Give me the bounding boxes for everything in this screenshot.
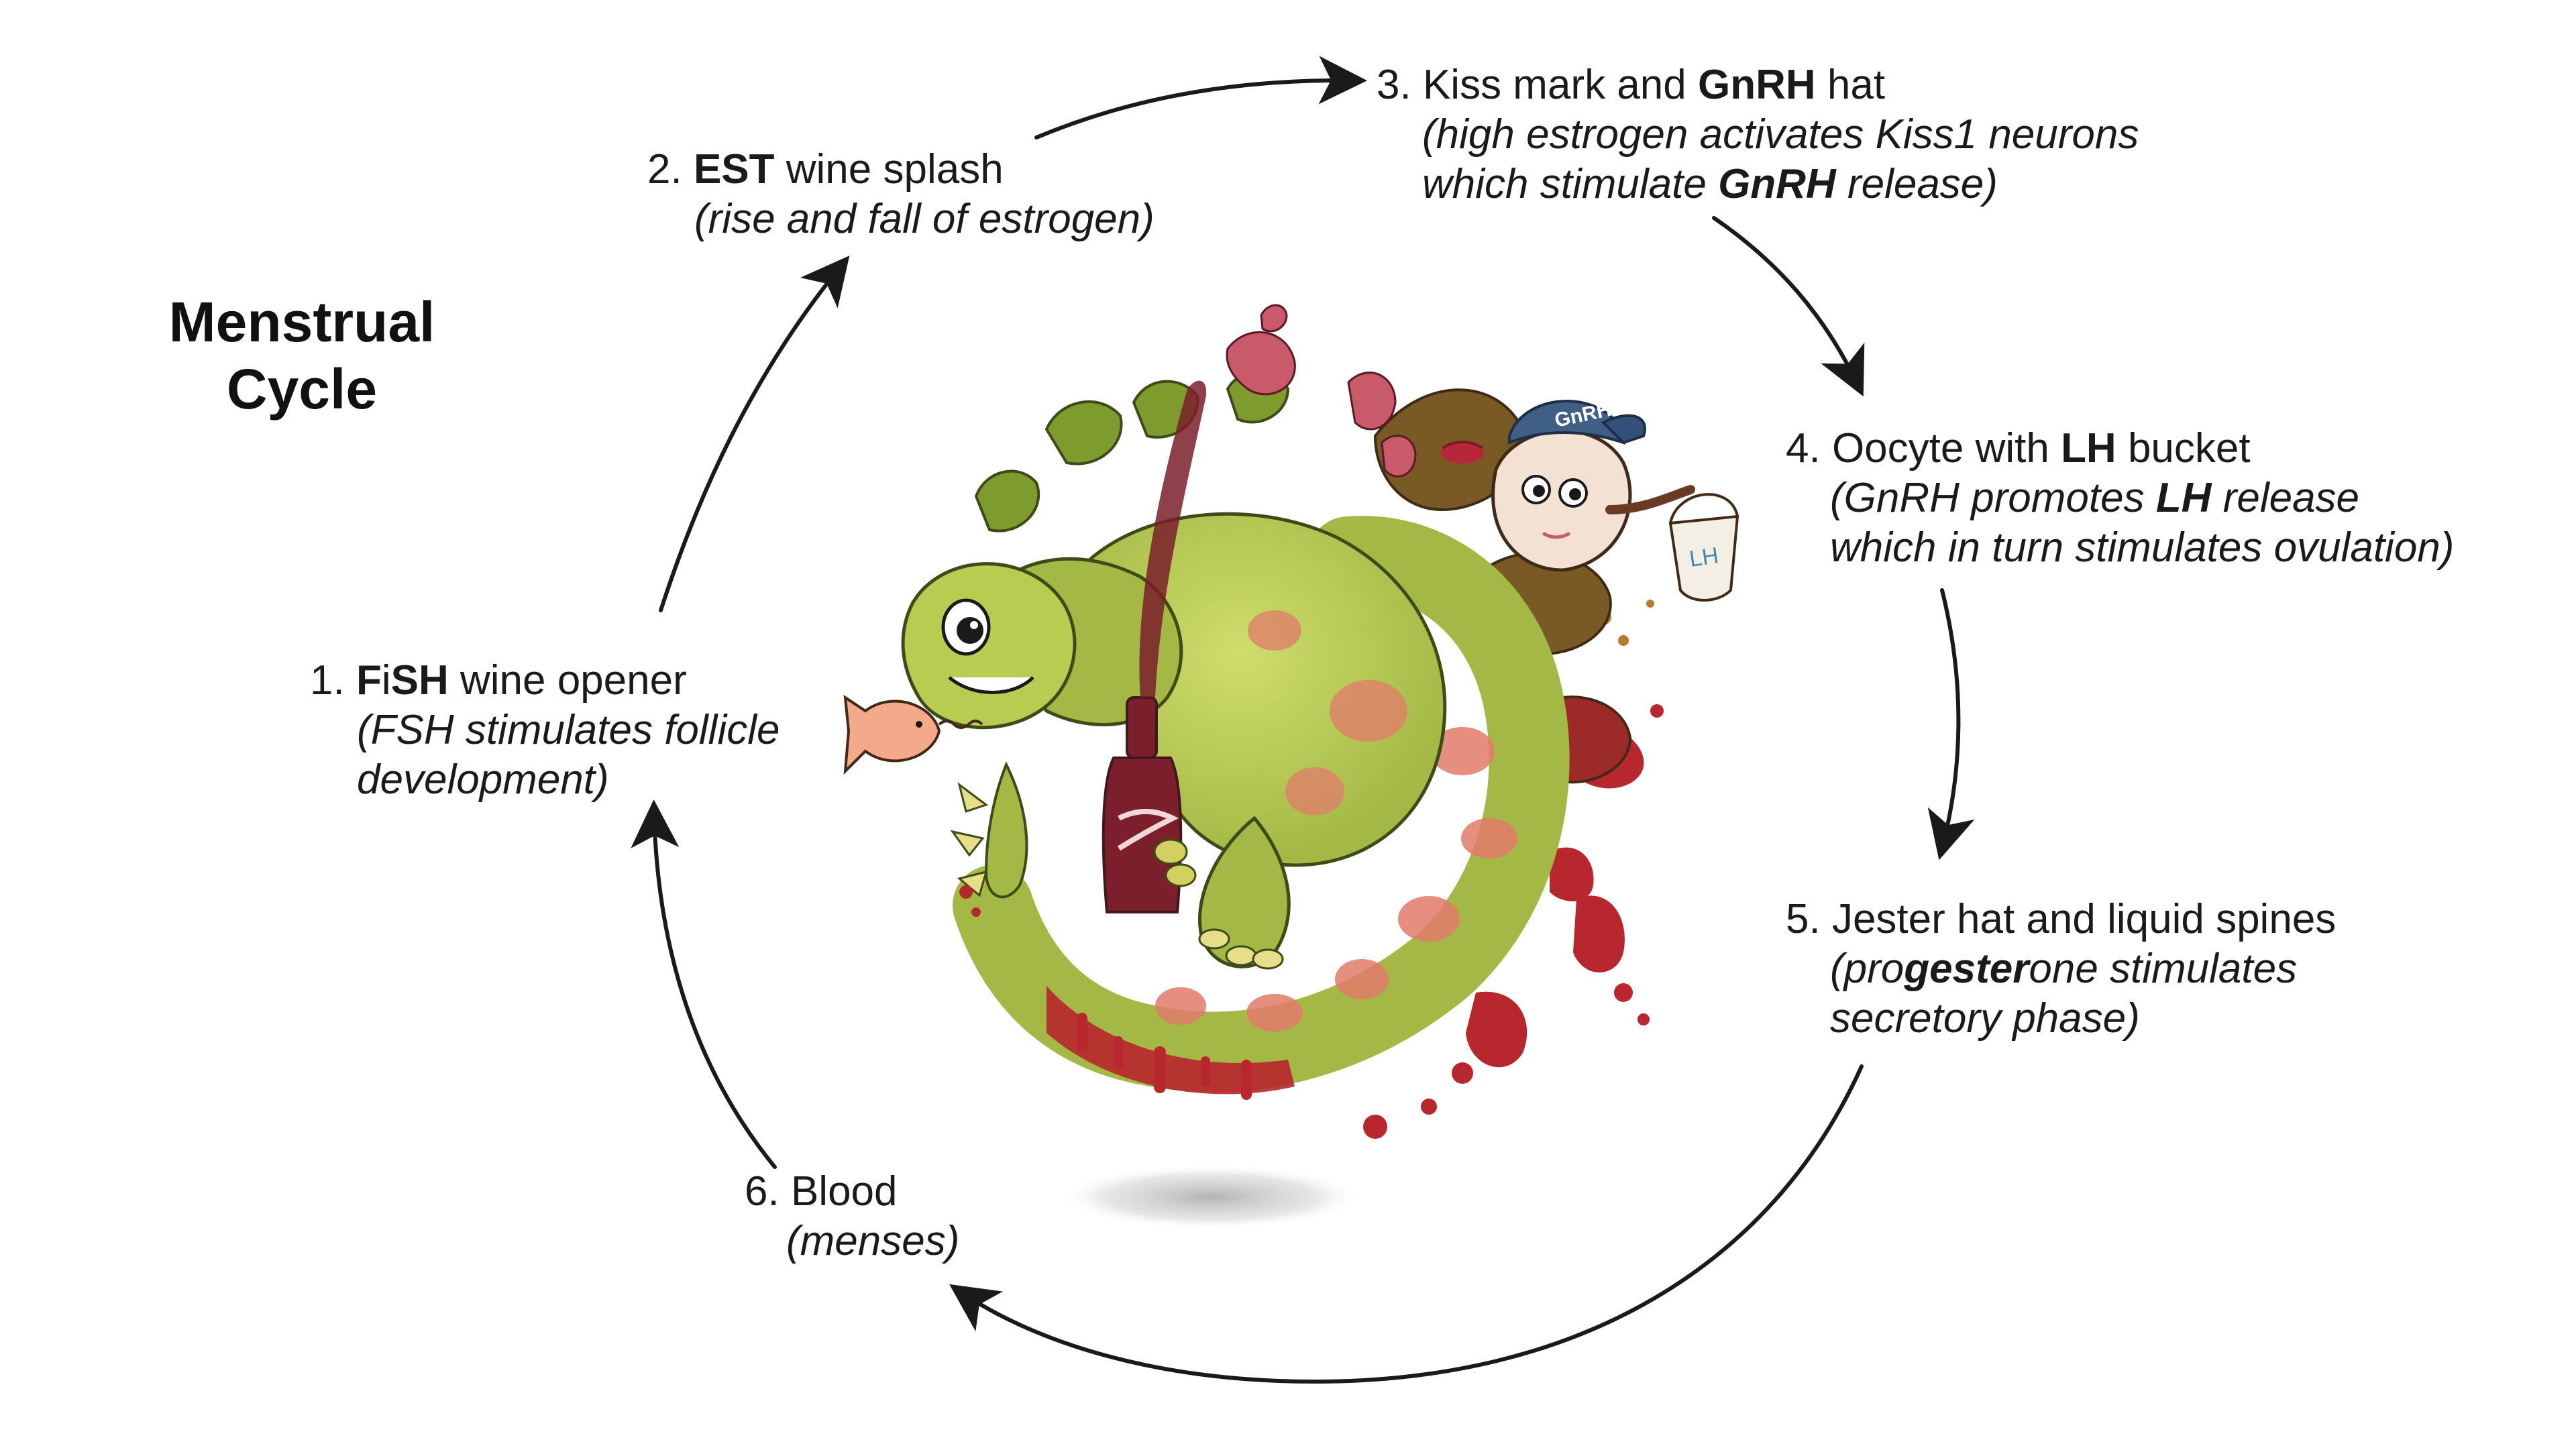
step-heading-run: Blood (790, 1168, 898, 1215)
claw-blood (959, 885, 981, 917)
step-description-line: secretory phase) (1786, 994, 2336, 1044)
step-number: 1. (310, 657, 356, 704)
step-heading-run: SH (390, 657, 449, 704)
step-number: 5. (1786, 896, 1832, 942)
step-description-run: (menses) (786, 1218, 960, 1264)
step-description-run: LH (2155, 475, 2212, 521)
step-6-blood: 6. Blood(menses) (745, 1167, 959, 1266)
step-heading-run: hat (1815, 62, 1886, 108)
step-4-oocyte-lh-bucket: 4. Oocyte with LH bucket(GnRH promotes L… (1786, 424, 2454, 573)
step-description-run: release) (1835, 161, 1998, 207)
step-heading-run: wine splash (774, 146, 1004, 192)
step-description-run: (FSH stimulates follicle (357, 707, 780, 753)
cycle-arrows (631, 56, 1975, 1384)
step-heading: 4. Oocyte with LH bucket (1786, 424, 2454, 473)
wine-splash (1139, 380, 1207, 697)
lh-bucket: LH (1668, 493, 1739, 602)
step-number: 3. (1377, 62, 1423, 108)
tail-spots (1155, 727, 1517, 1031)
step-description-run: (GnRH promotes (1830, 475, 2156, 521)
back-spines (974, 370, 1290, 533)
arrow-2-to-3 (1034, 56, 1367, 139)
step-description-run: secretory phase) (1830, 995, 2140, 1042)
oocyte-character: GnRH LH (1491, 398, 1739, 602)
body-spots (1248, 610, 1407, 816)
step-heading: 3. Kiss mark and GnRH hat (1377, 60, 2139, 110)
wine-drops (1226, 304, 1417, 478)
step-heading: 6. Blood (745, 1167, 959, 1217)
bucket-label: LH (1688, 543, 1720, 572)
ground-shadow (1060, 1165, 1362, 1229)
step-heading: 5. Jester hat and liquid spines (1786, 895, 2336, 944)
leg-claws (1198, 928, 1284, 970)
title-line-1: Menstrual (168, 290, 435, 353)
step-heading-run: F (356, 657, 382, 704)
step-heading-run: LH (2061, 425, 2116, 471)
step-2-est-wine-splash: 2. EST wine splash(rise and fall of estr… (647, 145, 1155, 244)
step-description-line: (menses) (745, 1217, 959, 1266)
diagram-title: Menstrual Cycle (127, 288, 476, 423)
blood-drips (1077, 1013, 1252, 1100)
tail-blood (1046, 986, 1295, 1095)
arrow-6-to-1 (631, 799, 777, 1169)
step-description-run: (high estrogen activates Kiss1 neurons (1422, 111, 2139, 158)
step-description-run: gester (1904, 946, 2029, 992)
arrow-1-to-2 (659, 256, 850, 612)
step-description-line: which stimulate GnRH release) (1377, 160, 2139, 209)
step-description-line: (GnRH promotes LH release (1786, 473, 2454, 523)
step-description-line: development) (310, 755, 780, 805)
kiss-mark (1441, 441, 1484, 463)
arm-claws (950, 782, 989, 897)
step-1-fish-wine-opener: 1. FiSH wine opener(FSH stimulates folli… (310, 656, 780, 805)
step-description-run: which stimulate (1422, 161, 1719, 207)
step-heading-run: Kiss mark and (1422, 62, 1698, 108)
step-heading-run: wine opener (448, 657, 687, 704)
dino-leg (1198, 816, 1291, 968)
step-heading: 1. FiSH wine opener (310, 656, 780, 706)
step-description-line: (high estrogen activates Kiss1 neurons (1377, 110, 2139, 160)
step-description-run: GnRH (1718, 161, 1836, 207)
step-description-run: development) (357, 757, 609, 803)
step-heading-run: i (381, 657, 391, 704)
step-description-run: release (2211, 475, 2360, 521)
step-heading-run: bucket (2116, 425, 2251, 471)
step-number: 4. (1786, 425, 1832, 471)
fish-opener (843, 694, 983, 775)
step-description-run: one stimulates (2029, 946, 2298, 992)
wine-bottle (1102, 696, 1197, 913)
step-number: 2. (647, 146, 694, 192)
step-heading-run: GnRH (1697, 62, 1816, 108)
dino-head (901, 562, 1077, 730)
step-5-jester-hat-liquid-spines: 5. Jester hat and liquid spines(progeste… (1786, 895, 2336, 1044)
dino-eye (941, 598, 991, 656)
dino-arm (984, 761, 1028, 899)
title-line-2: Cycle (226, 357, 378, 421)
dinosaur-illustration: GnRH LH (843, 304, 1739, 1229)
step-heading-run: Oocyte with (1831, 425, 2061, 471)
step-description-run: (pro (1830, 946, 1904, 992)
step-description-line: (progesterone stimulates (1786, 944, 2336, 994)
step-number: 6. (745, 1168, 791, 1215)
dino-smile (948, 676, 1034, 694)
arrow-4-to-5 (1927, 588, 1975, 860)
step-3-kiss-mark-gnrh-hat: 3. Kiss mark and GnRH hat(high estrogen … (1377, 60, 2139, 209)
step-description-run: (rise and fall of estrogen) (694, 196, 1155, 242)
step-heading-run: Jester hat and liquid spines (1831, 896, 2337, 942)
step-description-line: (FSH stimulates follicle (310, 706, 780, 755)
arrow-3-to-4 (1712, 216, 1865, 397)
step-description-line: which in turn stimulates ovulation) (1786, 523, 2454, 573)
step-description-line: (rise and fall of estrogen) (647, 194, 1155, 244)
step-heading-run: EST (693, 146, 775, 192)
arrow-5-to-6 (949, 1064, 1864, 1384)
step-description-run: which in turn stimulates ovulation) (1830, 524, 2455, 571)
step-heading: 2. EST wine splash (647, 145, 1155, 194)
